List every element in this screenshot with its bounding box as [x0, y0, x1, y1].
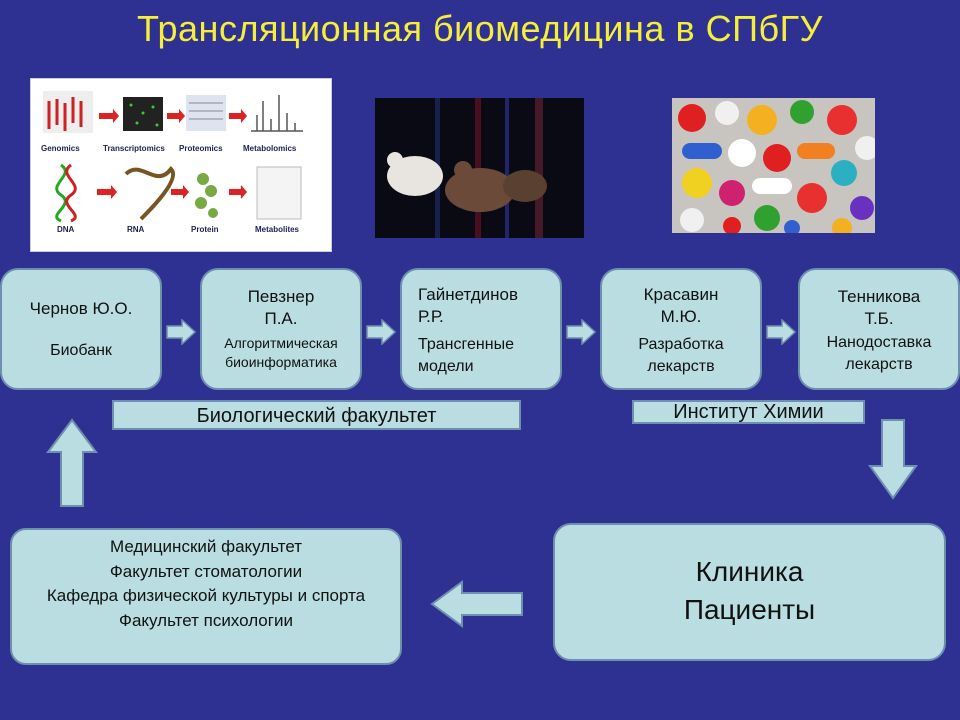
- pills-photo: [672, 98, 875, 233]
- faculty-item: Факультет стоматологии: [109, 561, 303, 581]
- omics-label-dna: DNA: [57, 225, 75, 234]
- clinic-patients: Пациенты: [683, 594, 816, 625]
- person-role: Биобанк: [50, 342, 112, 359]
- clinic-box: Клиника Пациенты: [553, 523, 946, 661]
- person-box-chernov: Чернов Ю.О. Биобанк: [0, 268, 162, 390]
- omics-image: Genomics Transcriptomics Proteomics Meta…: [30, 78, 332, 252]
- arrow-down-icon: [868, 419, 918, 500]
- person-name: Певзнер П.А.: [247, 287, 315, 328]
- clinic-title: Клиника: [695, 556, 804, 587]
- faculty-item: Факультет психологии: [119, 610, 293, 630]
- omics-label-transcriptomics: Transcriptomics: [103, 144, 165, 153]
- person-role: Алгоритмическая биоинформатика: [224, 335, 338, 370]
- arrow-up-icon: [46, 418, 98, 507]
- person-role: Нанодоставка лекарств: [826, 334, 932, 373]
- transgenic-mice-photo: [375, 98, 584, 238]
- faculties-box: Медицинский факультет Факультет стоматол…: [10, 528, 402, 665]
- arrow-right-icon: [766, 319, 796, 345]
- omics-label-metabolomics: Metabolomics: [243, 144, 297, 153]
- person-name: Красавин М.Ю.: [643, 285, 719, 326]
- omics-label-metabolites: Metabolites: [255, 225, 300, 234]
- bio-faculty-label: Биологический факультет: [112, 400, 521, 430]
- omics-label-proteomics: Proteomics: [179, 144, 223, 153]
- person-box-tennikova: Тенникова Т.Б. Нанодоставка лекарств: [798, 268, 960, 390]
- arrow-right-icon: [366, 319, 396, 345]
- person-role: Трансгенные модели: [418, 336, 514, 375]
- person-name: Гайнетдинов Р.Р.: [418, 285, 518, 326]
- person-name: Тенникова Т.Б.: [837, 287, 921, 328]
- faculty-item: Кафедра физической культуры и спорта: [46, 586, 366, 605]
- arrow-right-icon: [166, 319, 196, 345]
- person-box-gainetdinov: Гайнетдинов Р.Р. Трансгенные модели: [400, 268, 562, 390]
- person-name: Чернов Ю.О.: [29, 299, 133, 318]
- faculty-item: Медицинский факультет: [109, 537, 303, 556]
- slide-title: Трансляционная биомедицина в СПбГУ: [137, 8, 823, 49]
- person-role: Разработка лекарств: [638, 336, 724, 375]
- arrow-right-icon: [566, 319, 596, 345]
- omics-label-genomics: Genomics: [41, 144, 80, 153]
- omics-label-rna: RNA: [127, 225, 145, 234]
- omics-illustration: Genomics Transcriptomics Proteomics Meta…: [41, 91, 303, 234]
- arrow-left-icon: [430, 580, 523, 628]
- person-box-pevzner: Певзнер П.А. Алгоритмическая биоинформат…: [200, 268, 362, 390]
- chem-institute-label: Институт Химии: [632, 400, 865, 424]
- omics-label-protein: Protein: [191, 225, 219, 234]
- person-box-krasavin: Красавин М.Ю. Разработка лекарств: [600, 268, 762, 390]
